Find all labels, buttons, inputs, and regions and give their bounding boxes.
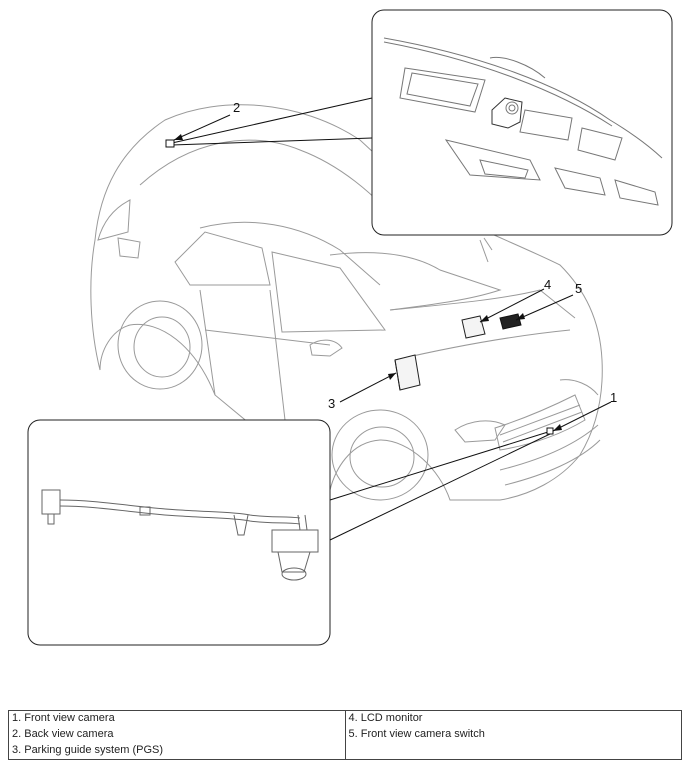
callout-5: 5 xyxy=(575,281,582,296)
lcd-monitor-unit xyxy=(461,315,486,339)
callout-4: 4 xyxy=(544,277,551,292)
callout-2: 2 xyxy=(233,100,240,115)
car-illustration xyxy=(90,104,603,501)
callout-1: 1 xyxy=(610,390,617,405)
legend-item-empty xyxy=(344,743,682,760)
callout-3: 3 xyxy=(328,396,335,411)
legend-row: 2. Back view camera 5. Front view camera… xyxy=(8,727,682,743)
back-view-camera-marker xyxy=(165,139,175,148)
front-view-camera-switch xyxy=(499,313,522,330)
component-location-diagram: 2 1 3 4 5 xyxy=(27,9,673,646)
back-camera-detail-inset xyxy=(371,9,673,236)
legend-item-back-view-camera: 2. Back view camera xyxy=(8,727,346,743)
legend-row: 3. Parking guide system (PGS) xyxy=(8,743,682,760)
legend-item-lcd-monitor: 4. LCD monitor xyxy=(344,710,682,727)
legend-item-parking-guide-system: 3. Parking guide system (PGS) xyxy=(8,743,346,760)
front-camera-detail-inset xyxy=(27,419,331,646)
legend-item-front-view-camera-switch: 5. Front view camera switch xyxy=(344,727,682,743)
legend-item-front-view-camera: 1. Front view camera xyxy=(8,710,346,727)
legend-row: 1. Front view camera 4. LCD monitor xyxy=(8,710,682,727)
front-view-camera-marker xyxy=(546,427,554,435)
legend-table: 1. Front view camera 4. LCD monitor 2. B… xyxy=(8,710,682,760)
